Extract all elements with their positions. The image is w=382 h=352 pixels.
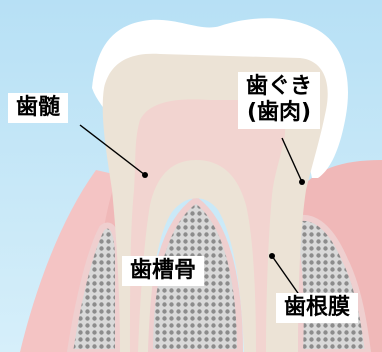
- label-gingiva-line2: (歯肉): [246, 100, 312, 126]
- label-pulp: 歯髄: [8, 93, 68, 123]
- label-alveolar-bone-text: 歯槽骨: [130, 258, 196, 283]
- label-pulp-text: 歯髄: [16, 95, 60, 120]
- label-periodontal-ligament: 歯根膜: [276, 293, 358, 323]
- leader-gingiva-dot: [299, 179, 305, 185]
- label-gingiva: 歯ぐき (歯肉): [238, 72, 320, 129]
- label-gingiva-line1: 歯ぐき: [246, 74, 312, 100]
- leader-pulp-dot: [142, 172, 148, 178]
- label-alveolar-bone: 歯槽骨: [122, 256, 204, 286]
- label-periodontal-ligament-text: 歯根膜: [284, 295, 350, 320]
- leader-pdl-dot: [269, 253, 275, 259]
